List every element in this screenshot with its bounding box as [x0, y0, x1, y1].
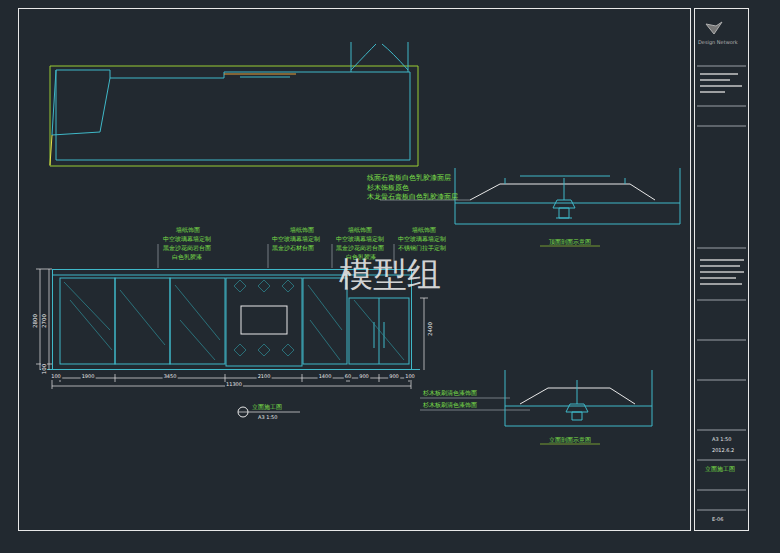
annotation-text: 杉木板刷清色漆饰面: [423, 390, 477, 397]
dimension-text: 3450: [163, 374, 178, 380]
annotation-text: 杉木板刷清色漆饰面: [423, 402, 477, 409]
annotation-text: 墙纸饰面: [412, 227, 436, 234]
dimension-text: 2100: [257, 374, 272, 380]
annotation-text: 立面施工图: [252, 404, 282, 411]
annotation-text: 立面施工图: [705, 466, 735, 472]
annotation-text: 木龙骨石膏板白色乳胶漆面层: [367, 194, 458, 201]
annotation-text: 黑金沙花岗岩台面: [163, 245, 211, 252]
annotation-text: Design Network: [698, 40, 738, 46]
dimension-text: 100: [50, 374, 62, 380]
dimension-text: 2800: [32, 313, 38, 329]
annotation-text: 不锈钢门拉手定制: [398, 245, 446, 252]
dimension-text: 2700: [41, 313, 47, 329]
dimension-text: 11300: [225, 382, 243, 388]
dimension-text: 2400: [427, 321, 433, 337]
dimension-text: 100: [41, 363, 47, 376]
annotation-text: 黑金沙花岗岩台面: [336, 245, 384, 252]
annotation-text: A3 1:50: [258, 415, 277, 421]
annotation-text: A3 1:50: [712, 437, 731, 443]
annotation-text: 2012.6.2: [712, 448, 734, 454]
annotation-text: 墙纸饰面: [348, 227, 372, 234]
dimension-text: 60: [344, 374, 352, 380]
annotation-text: 中空玻璃幕墙定制: [163, 236, 211, 243]
annotation-text: 墙纸饰面: [290, 227, 314, 234]
annotation-text: 模型组: [339, 256, 441, 293]
annotation-text: 立面剖面示意图: [549, 437, 591, 444]
dimension-text: 1900: [81, 374, 96, 380]
annotation-text: E-06: [712, 517, 723, 523]
dimension-text: 1400: [318, 374, 333, 380]
annotation-text: 杉木饰板原色: [367, 185, 409, 192]
annotation-text: 线面石膏板白色乳胶漆面层: [367, 175, 451, 182]
annotation-text: 中空玻璃幕墙定制: [336, 236, 384, 243]
annotation-text: 白色乳胶漆: [172, 254, 202, 261]
annotation-text: 中空玻璃幕墙定制: [272, 236, 320, 243]
dimension-text: 900: [358, 374, 370, 380]
dimension-text: 100: [404, 374, 416, 380]
annotation-text: 黑金沙石材台面: [272, 245, 314, 252]
annotation-text: 墙纸饰面: [176, 227, 200, 234]
annotation-text: 顶面剖面示意图: [549, 239, 591, 246]
annotation-text: 中空玻璃幕墙定制: [398, 236, 446, 243]
dimension-text: 900: [388, 374, 400, 380]
